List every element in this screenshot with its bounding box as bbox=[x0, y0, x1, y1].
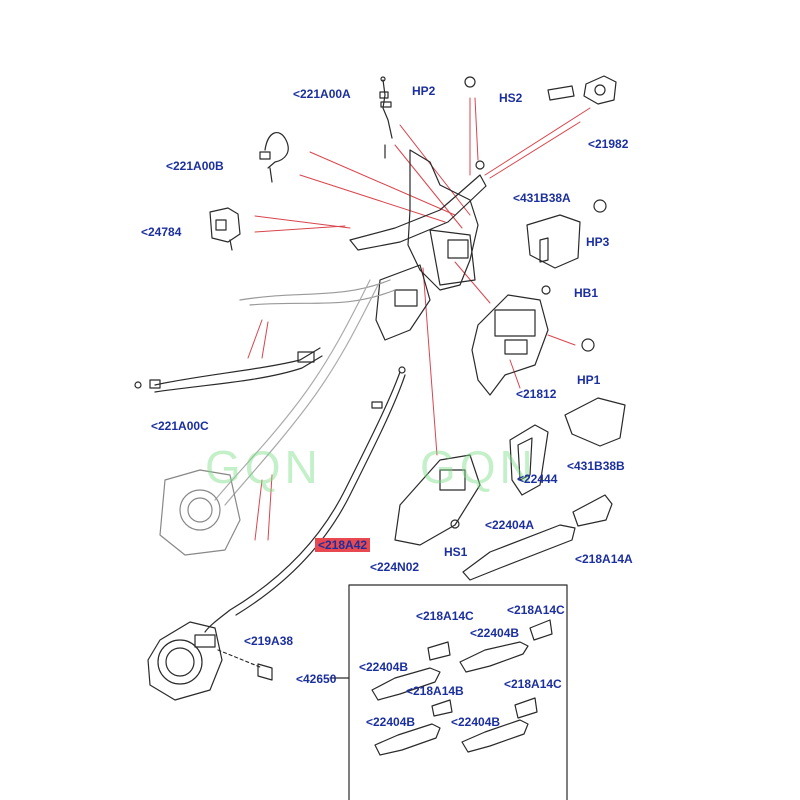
carrier-224n02 bbox=[394, 454, 481, 546]
callout-hp1[interactable]: HP1 bbox=[577, 373, 601, 387]
callout-inset-218a14c-3[interactable]: <218A14C bbox=[504, 677, 562, 691]
cable-221a00a bbox=[379, 76, 393, 159]
watermark-left: GQN bbox=[205, 441, 322, 493]
callout-inset-22404b-2[interactable]: <22404B bbox=[359, 660, 409, 674]
callout-431b38b[interactable]: <431B38B bbox=[567, 459, 625, 473]
cable-guide bbox=[214, 279, 379, 506]
callout-22444[interactable]: <22444 bbox=[517, 472, 558, 486]
cable-218a42 bbox=[204, 366, 406, 633]
callout-221a00b[interactable]: <221A00B bbox=[166, 159, 224, 173]
callout-inset-22404b-3[interactable]: <22404B bbox=[366, 715, 416, 729]
callout-24784[interactable]: <24784 bbox=[141, 225, 182, 239]
callout-hp3[interactable]: HP3 bbox=[586, 235, 610, 249]
callout-hb1[interactable]: HB1 bbox=[574, 286, 599, 300]
watermark-right: GQN bbox=[420, 441, 537, 493]
callout-22404a[interactable]: <22404A bbox=[485, 518, 535, 532]
trim-431b38b bbox=[564, 397, 626, 447]
callout-221a00c[interactable]: <221A00C bbox=[151, 419, 209, 433]
gasket-22444 bbox=[509, 424, 549, 496]
callout-219a38[interactable]: <219A38 bbox=[244, 634, 294, 648]
callout-218a42[interactable]: <218A42 bbox=[315, 538, 371, 552]
leader-lines bbox=[247, 97, 591, 541]
callout-inset-22404b-4[interactable]: <22404B bbox=[451, 715, 501, 729]
callout-21812[interactable]: <21812 bbox=[516, 387, 557, 401]
callout-hs2[interactable]: HS2 bbox=[499, 91, 523, 105]
callout-218a14a[interactable]: <218A14A bbox=[575, 552, 633, 566]
callout-431b38a[interactable]: <431B38A bbox=[513, 191, 571, 205]
module-24784 bbox=[209, 207, 241, 251]
callout-221a00a[interactable]: <221A00A bbox=[293, 87, 351, 101]
cable-221a00c bbox=[134, 279, 396, 393]
inset-box bbox=[329, 584, 568, 800]
latch-lower bbox=[147, 621, 273, 701]
callout-inset-22404b-1[interactable]: <22404B bbox=[470, 626, 520, 640]
callout-42650[interactable]: <42650 bbox=[296, 672, 337, 686]
callout-hp2[interactable]: HP2 bbox=[412, 84, 436, 98]
cable-221a00b bbox=[259, 132, 289, 183]
callout-hs1[interactable]: HS1 bbox=[444, 545, 468, 559]
handle-22404a bbox=[462, 494, 613, 581]
inset-handles bbox=[371, 619, 553, 756]
trim-431b38a bbox=[526, 199, 607, 269]
latch-upper bbox=[159, 469, 241, 556]
callout-inset-218a14c-1[interactable]: <218A14C bbox=[416, 609, 474, 623]
bracket-21982 bbox=[464, 75, 617, 170]
handle-carrier-assembly bbox=[349, 149, 487, 341]
callout-inset-218a14b[interactable]: <218A14B bbox=[406, 684, 464, 698]
callout-21982[interactable]: <21982 bbox=[588, 137, 629, 151]
latch-21812 bbox=[471, 285, 595, 396]
callout-inset-218a14c-2[interactable]: <218A14C bbox=[507, 603, 565, 617]
callout-224n02[interactable]: <224N02 bbox=[370, 560, 420, 574]
